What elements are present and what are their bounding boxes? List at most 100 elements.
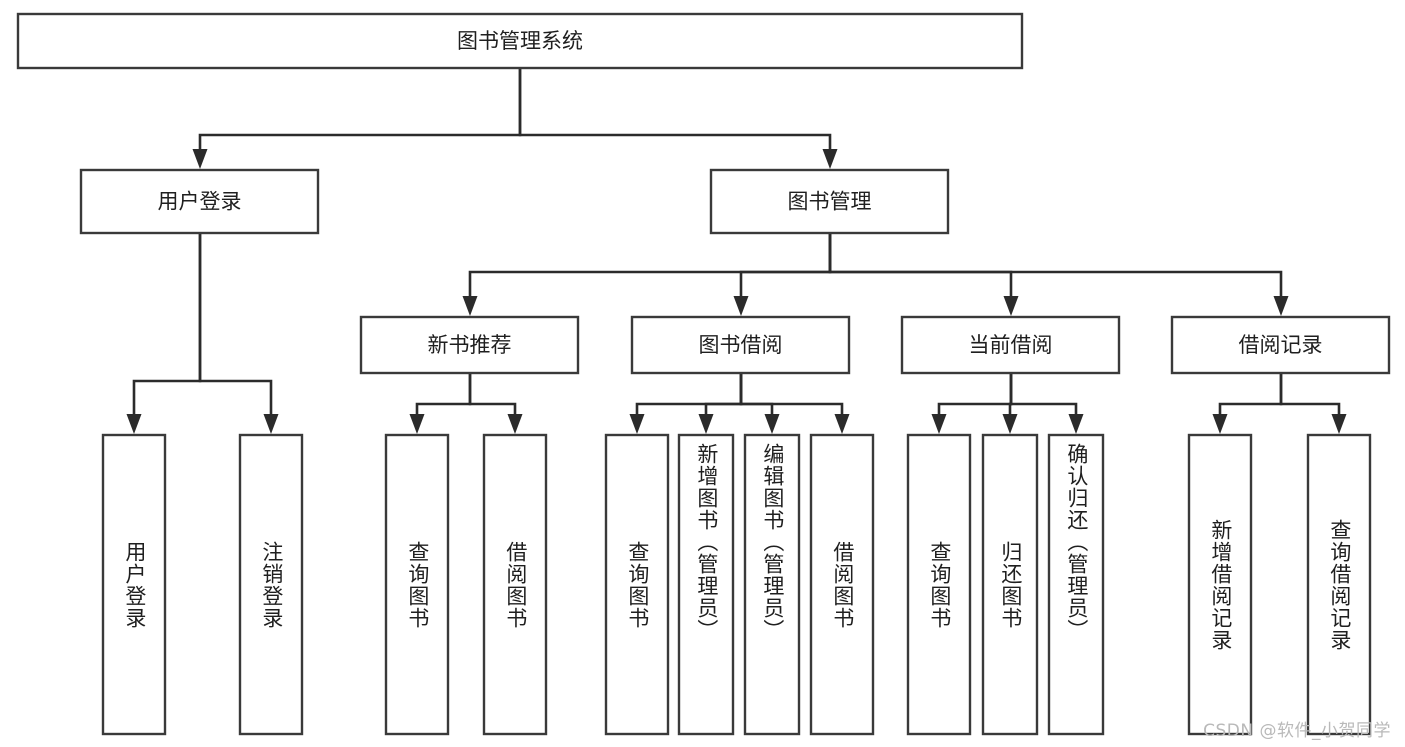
connector: [733, 233, 832, 316]
arrow-head-icon: [1003, 296, 1019, 316]
node-leaf-edit-book[interactable]: [743, 433, 801, 736]
node-box[interactable]: [79, 168, 320, 235]
connector-line: [828, 233, 1013, 296]
node-box[interactable]: [900, 315, 1121, 375]
connector-line: [518, 68, 832, 149]
node-borrow-record[interactable]: 借阅记录: [1170, 315, 1391, 375]
connector: [198, 233, 279, 434]
node-box[interactable]: [16, 12, 1024, 70]
node-label: 图书管理: [788, 190, 872, 214]
node-box[interactable]: [1170, 315, 1391, 375]
arrow-head-icon: [1002, 414, 1018, 434]
connector: [1279, 373, 1347, 434]
connector-line: [704, 373, 743, 414]
node-leaf-borrow-book-1[interactable]: [482, 433, 548, 736]
arrow-head-icon: [1068, 414, 1084, 434]
connector-line: [468, 233, 832, 296]
node-leaf-query-record[interactable]: [1306, 433, 1372, 736]
connector-line: [1218, 373, 1283, 414]
node-box[interactable]: [604, 433, 670, 736]
connector: [462, 233, 832, 316]
arrow-head-icon: [629, 414, 645, 434]
node-box[interactable]: [630, 315, 851, 375]
node-leaf-query-book-1[interactable]: [384, 433, 450, 736]
arrow-head-icon: [192, 149, 208, 169]
node-leaf-confirm-return[interactable]: [1047, 433, 1105, 736]
connector-line: [1279, 373, 1341, 414]
node-leaf-add-book[interactable]: [677, 433, 735, 736]
connector: [468, 373, 523, 434]
node-box[interactable]: [809, 433, 875, 736]
connector-line: [1009, 373, 1078, 414]
node-box[interactable]: [906, 433, 972, 736]
connector-line: [415, 373, 472, 414]
connector-line: [198, 68, 522, 149]
arrow-head-icon: [263, 414, 279, 434]
connector: [126, 233, 202, 434]
node-box[interactable]: [1306, 433, 1372, 736]
connector: [518, 68, 838, 169]
node-box[interactable]: [981, 433, 1039, 736]
connector: [739, 373, 850, 434]
connector-line: [198, 233, 273, 414]
node-leaf-query-book-3[interactable]: [906, 433, 972, 736]
node-box[interactable]: [743, 433, 801, 736]
arrow-head-icon: [822, 149, 838, 169]
node-label: 用户登录: [158, 190, 242, 214]
arrow-head-icon: [507, 414, 523, 434]
connector-line: [739, 373, 774, 414]
node-box[interactable]: [709, 168, 950, 235]
node-user-login[interactable]: 用户登录: [79, 168, 320, 235]
node-root[interactable]: 图书管理系统: [16, 12, 1024, 70]
connector: [409, 373, 472, 434]
arrow-head-icon: [462, 296, 478, 316]
arrow-head-icon: [1331, 414, 1347, 434]
arrow-head-icon: [931, 414, 947, 434]
arrow-head-icon: [126, 414, 142, 434]
connector-line: [937, 373, 1013, 414]
arrow-head-icon: [698, 414, 714, 434]
connector: [828, 233, 1019, 316]
node-box[interactable]: [359, 315, 580, 375]
connector-line: [132, 233, 202, 414]
node-label: 图书借阅: [699, 333, 783, 357]
node-box[interactable]: [101, 433, 167, 736]
node-book-borrow[interactable]: 图书借阅: [630, 315, 851, 375]
connector-line: [828, 233, 1283, 296]
node-box[interactable]: [238, 433, 304, 736]
node-box[interactable]: [677, 433, 735, 736]
connector: [1212, 373, 1283, 434]
connector-layer: [126, 68, 1347, 434]
node-leaf-add-record[interactable]: [1187, 433, 1253, 736]
node-leaf-borrow-book-2[interactable]: [809, 433, 875, 736]
connector-line: [739, 373, 844, 414]
node-new-book-recommend[interactable]: 新书推荐: [359, 315, 580, 375]
connector: [698, 373, 743, 434]
node-box[interactable]: [482, 433, 548, 736]
node-label: 图书管理系统: [457, 29, 583, 53]
node-leaf-query-book-2[interactable]: [604, 433, 670, 736]
node-leaf-logout[interactable]: [238, 433, 304, 736]
arrow-head-icon: [409, 414, 425, 434]
node-box[interactable]: [1187, 433, 1253, 736]
arrow-head-icon: [764, 414, 780, 434]
node-current-borrow[interactable]: 当前借阅: [900, 315, 1121, 375]
arrow-head-icon: [733, 296, 749, 316]
node-box[interactable]: [1047, 433, 1105, 736]
node-layer: 图书管理系统用户登录 图书管理新书推荐 图书借阅 当前借阅借阅记录: [16, 12, 1391, 736]
connector-line: [468, 373, 517, 414]
connector-line: [635, 373, 743, 414]
connector: [931, 373, 1013, 434]
node-box[interactable]: [384, 433, 450, 736]
node-leaf-return-book[interactable]: [981, 433, 1039, 736]
node-book-manage[interactable]: 图书管理: [709, 168, 950, 235]
connector-line: [739, 233, 832, 296]
arrow-head-icon: [834, 414, 850, 434]
connector: [828, 233, 1289, 316]
node-leaf-user-login[interactable]: [101, 433, 167, 736]
connector: [192, 68, 522, 169]
node-label: 新书推荐: [428, 333, 512, 357]
connector: [1009, 373, 1084, 434]
